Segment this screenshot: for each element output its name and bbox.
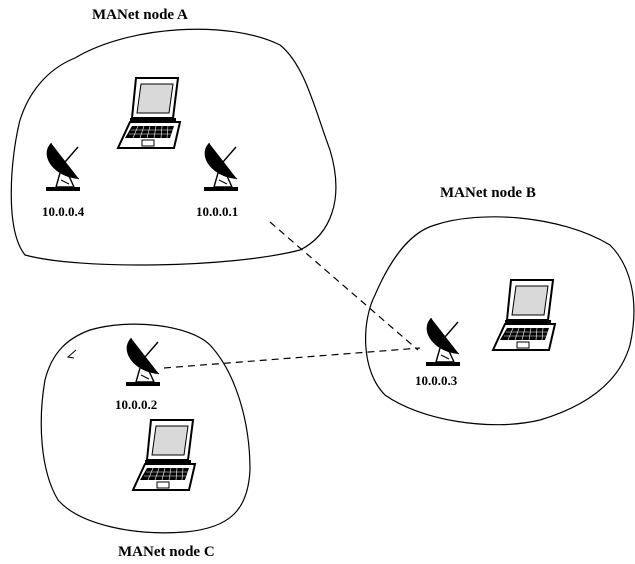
link-10-0-0-2-to-10-0-0-3 xyxy=(163,347,421,369)
node-b-ip: 10.0.0.3 xyxy=(415,373,458,388)
satellite-dish-icon xyxy=(125,337,161,387)
laptop-icon xyxy=(492,279,556,351)
node-c-title: MANet node C xyxy=(118,544,215,560)
link-10-0-0-1-to-10-0-0-3 xyxy=(269,221,419,351)
satellite-dish-icon xyxy=(425,317,461,367)
node-b-title: MANet node B xyxy=(440,185,536,201)
node-c-boundary xyxy=(40,323,251,534)
satellite-dish-icon xyxy=(45,142,81,192)
node-a-boundary xyxy=(10,28,337,266)
node-a-ip-right: 10.0.0.1 xyxy=(196,204,239,219)
node-a-title: MANet node A xyxy=(92,7,188,23)
laptop-icon xyxy=(132,419,196,491)
laptop-icon xyxy=(117,77,181,149)
satellite-dish-icon xyxy=(203,142,239,192)
node-c-ip: 10.0.0.2 xyxy=(115,397,158,412)
node-c-arrow-icon xyxy=(66,349,77,359)
node-b-boundary xyxy=(364,216,635,426)
node-a-ip-left: 10.0.0.4 xyxy=(42,204,85,219)
